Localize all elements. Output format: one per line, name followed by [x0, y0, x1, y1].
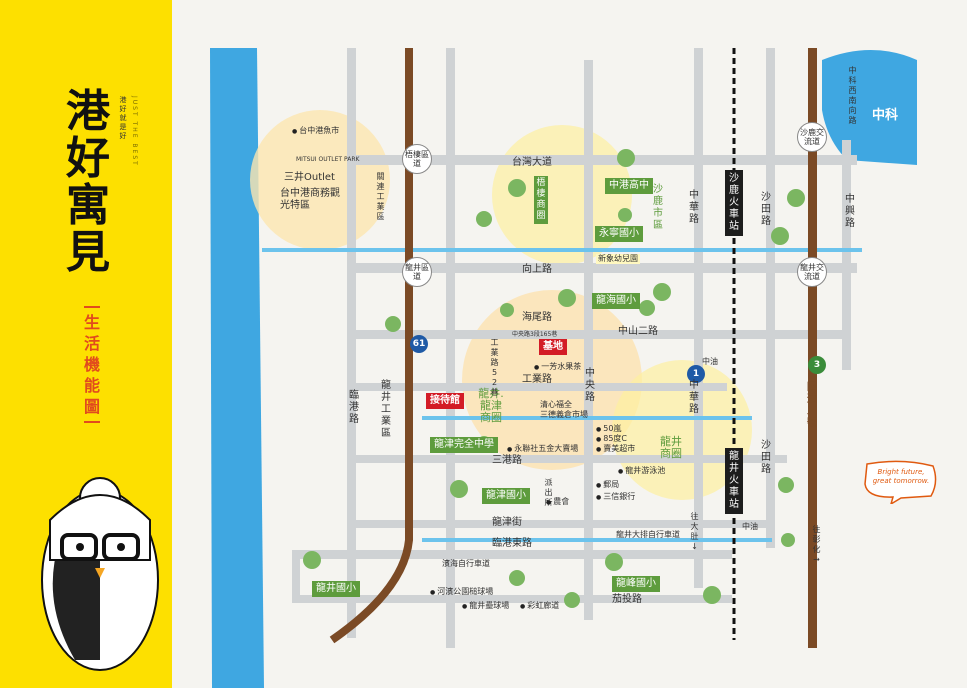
- subtitle-text: 生活機能圖: [83, 313, 100, 416]
- yongning-elem-tag: 永寧國小: [595, 226, 643, 242]
- wuqi-district-circle: 梧棲區道: [402, 144, 432, 174]
- longjing-district-circle: 龍井區道: [402, 257, 432, 287]
- jiatou-rd-label: 茄投路: [612, 594, 642, 605]
- gas-station-1-label: 中油: [702, 357, 718, 366]
- shatian-rd2-label: 沙田路: [761, 440, 771, 475]
- longhai-elem-tag: 龍海國小: [592, 293, 640, 309]
- zhongshan-rd-label: 中山二路: [618, 326, 658, 337]
- longjin-high-tag: 龍津完全中學: [430, 437, 498, 453]
- shalu-station: 沙鹿火車站: [725, 170, 743, 236]
- guanlian-label: 關連工業區: [376, 172, 385, 221]
- industrial-52-label: 工業路52巷: [490, 338, 499, 397]
- caihong-label: 彩虹廊道: [520, 601, 559, 612]
- linggang-rd-label: 臨港路: [349, 390, 359, 425]
- zhonggang-lane-label: 中央路3段165巷: [512, 331, 558, 338]
- 85c-label: 85度C: [596, 434, 627, 445]
- yifang-label: 一芳水果茶: [534, 362, 581, 373]
- binhai-bike-label: 濱海自行車道: [442, 559, 490, 568]
- zhongke-road-label: 中科西南向路: [848, 66, 857, 125]
- longjing-ind-label: 龍井工業區: [381, 380, 391, 439]
- longjing-field-label: 龍井壘球場: [462, 601, 509, 612]
- industrial-rd-label: 工業路: [522, 374, 552, 385]
- brand-panel: 港 好 寓 見 港好 就是好 JUST THE BEST 生活機能圖: [0, 0, 172, 688]
- taiwan-blvd-label: 台灣大道: [512, 157, 552, 168]
- zhonghua-rd-label: 中華路: [689, 190, 699, 225]
- zhongke-label: 中科: [872, 108, 899, 123]
- brand-char: 寓: [66, 180, 110, 231]
- brand-slogan: 港好 就是好: [119, 96, 127, 140]
- speech-bubble: [864, 460, 937, 504]
- shatian-rd-label: 沙田路: [761, 192, 771, 227]
- mega-label: 賣美超市: [596, 444, 635, 455]
- sande-label: 三德義倉市場: [540, 410, 588, 419]
- sangang-rd-label: 三港路: [492, 455, 522, 466]
- outlet-small-label: MITSUI OUTLET PARK: [296, 156, 360, 163]
- highway-61-sign: 61: [410, 335, 428, 353]
- zhonggang-high-tag: 中港高中: [605, 178, 653, 194]
- longjing-bike-label: 龍井大排自行車道: [616, 530, 680, 539]
- brand-eng: JUST THE BEST: [131, 96, 138, 167]
- longjin-elem-tag: 龍津國小: [482, 488, 530, 504]
- wuqi-business-tag: 梧棲商圈: [534, 176, 548, 224]
- base-tag: 基地: [539, 339, 567, 355]
- highway-1-sign: 1: [687, 365, 705, 383]
- xiangshang-rd-label: 向上路: [522, 264, 552, 275]
- highway-3-sign: 3: [808, 356, 826, 374]
- longjin-st-label: 龍津街: [492, 517, 522, 528]
- map-roads: [210, 48, 917, 688]
- reception-tag: 接待館: [426, 393, 464, 409]
- longjing-business-east-label: 龍井商圈: [660, 435, 682, 460]
- swimming-label: 龍井游泳池: [618, 466, 665, 477]
- longjing-interchange: 龍井交流道: [797, 257, 827, 287]
- longjing-station: 龍井火車站: [725, 448, 743, 514]
- zhongyang-rd-label: 中央路: [585, 368, 595, 403]
- farm-label: 農會: [546, 497, 569, 508]
- penguin-glasses-illustration: [41, 477, 159, 671]
- gas-station-2-label: 中油: [742, 522, 758, 531]
- longfeng-elem-tag: 龍峰國小: [612, 576, 660, 592]
- map-area: 61 1 3 國道三號 沙鹿火車站 龍井火車站 沙鹿交流道 龍井交流道 梧棲區道…: [172, 0, 967, 688]
- to-datu-label: 往大肚↓: [690, 512, 699, 551]
- brand-char: 港: [66, 86, 110, 137]
- speech-text: Bright future, great tomorrow.: [872, 468, 930, 485]
- haiwei-rd-label: 海尾路: [522, 312, 552, 323]
- map-subtitle: 生活機能圖: [80, 302, 104, 427]
- fish-market-label: 台中港魚市: [292, 126, 339, 137]
- tourism-zone-label: 台中港商務觀光特區: [280, 188, 340, 211]
- qingxin-label: 清心福全: [540, 400, 572, 409]
- yonglianshe-label: 永聯社五金大賣場: [507, 444, 578, 455]
- mitsui-outlet-label: 三井Outlet: [284, 172, 335, 183]
- new-kindergarten-label: 新象幼兒園: [596, 254, 640, 264]
- zhongxing-rd-label: 中興路: [845, 194, 855, 229]
- post-label: 郵局: [596, 480, 619, 491]
- national-3-label: 國道三號: [807, 382, 817, 429]
- 50lan-label: 50嵐: [596, 424, 621, 435]
- longjing-elem2-tag: 龍井國小: [312, 581, 360, 597]
- to-changhua-label: 往彰化→: [812, 525, 821, 564]
- shalu-interchange: 沙鹿交流道: [797, 122, 827, 152]
- hekou-park-label: 河濱公園槌球場: [430, 587, 493, 598]
- shalu-city-label: 沙鹿市區: [653, 184, 663, 231]
- brand-char: 見: [66, 227, 110, 278]
- sanxin-label: 三信銀行: [596, 492, 635, 503]
- lingang-east-label: 臨港東路: [492, 538, 532, 549]
- brand-char: 好: [66, 133, 110, 184]
- longjing-business-label: 龍井.龍津商圈: [478, 387, 504, 424]
- zhonghua-rd2-label: 中華路: [689, 380, 699, 415]
- brand-title: 港 好 寓 見: [62, 88, 114, 276]
